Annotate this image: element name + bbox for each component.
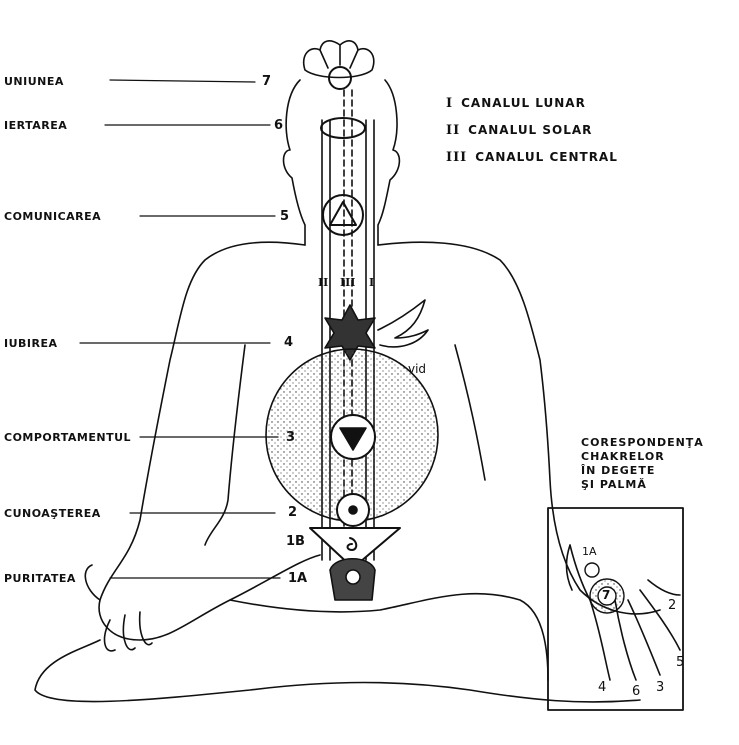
hand-number-4: 4: [598, 680, 607, 695]
void-label: vid: [408, 362, 427, 376]
legend-roman-1: I: [446, 96, 454, 111]
channel-mark-3: III: [340, 276, 356, 289]
hand-title-line-4: ŞI PALMĂ: [581, 478, 647, 491]
hand-number-7: 7: [602, 588, 611, 602]
legend-roman-2: II: [446, 123, 461, 138]
hand-title-line-2: CHAKRELOR: [581, 450, 665, 463]
left-arm-outline: [98, 241, 321, 641]
number-1a: 1A: [288, 571, 308, 586]
hand-number-1a: 1A: [582, 545, 597, 558]
head-outline: [282, 79, 401, 246]
left-hand-fingers: [84, 564, 153, 652]
left-inner-arm: [204, 344, 246, 546]
legend-text-solar: CANALUL SOLAR: [468, 123, 593, 137]
chakra-5-symbol: [322, 194, 364, 236]
hand-inset-frame: [547, 507, 684, 711]
label-iertarea: IERTAREA: [4, 119, 68, 132]
legend-roman-3: III: [446, 150, 468, 165]
label-uniunea: UNIUNEA: [4, 75, 64, 88]
hand-title-line-1: CORESPONDENŢA: [581, 436, 704, 449]
label-comportamentul: COMPORTAMENTUL: [4, 431, 132, 444]
hand-number-2: 2: [668, 598, 677, 613]
channel-mark-2: II: [318, 276, 329, 289]
number-2: 2: [288, 505, 298, 520]
number-5: 5: [280, 209, 290, 224]
number-3: 3: [286, 430, 296, 445]
legend-item-central: III CANALUL CENTRAL: [446, 150, 618, 165]
palm-top-circle: [584, 562, 600, 578]
crossed-legs: [34, 592, 641, 703]
right-arm-outline: [377, 241, 661, 615]
leader-lines: [79, 79, 281, 579]
number-7: 7: [262, 74, 272, 89]
lotus-crown: [302, 40, 375, 79]
hand-number-3: 3: [656, 680, 665, 695]
hand-number-6: 6: [632, 684, 641, 699]
legend-text-lunar: CANALUL LUNAR: [461, 96, 586, 110]
channel-mark-1: I: [369, 276, 375, 289]
chakra-6-symbol: [320, 117, 366, 139]
flame-symbol: [377, 299, 429, 348]
label-comunicarea: COMUNICAREA: [4, 210, 102, 223]
label-puritatea: PURITATEA: [4, 572, 76, 585]
legend-text-central: CANALUL CENTRAL: [475, 150, 618, 164]
palm-center-inner: [597, 586, 617, 606]
hand-number-5: 5: [676, 655, 685, 670]
label-cunoasterea: CUNOAŞTEREA: [4, 507, 101, 520]
hand-title-line-3: ÎN DEGETE: [581, 464, 656, 477]
label-iubirea: IUBIREA: [4, 337, 58, 350]
chakra-7-symbol: [328, 66, 352, 90]
right-inner-arm: [454, 344, 486, 481]
number-4: 4: [284, 335, 294, 350]
number-6: 6: [274, 118, 284, 133]
legend-item-solar: II CANALUL SOLAR: [446, 123, 592, 138]
legend-item-lunar: I CANALUL LUNAR: [446, 96, 586, 111]
hand-correspondence-title: CORESPONDENŢA CHAKRELOR ÎN DEGETE ŞI PAL…: [581, 436, 704, 492]
number-1b: 1B: [286, 534, 305, 549]
